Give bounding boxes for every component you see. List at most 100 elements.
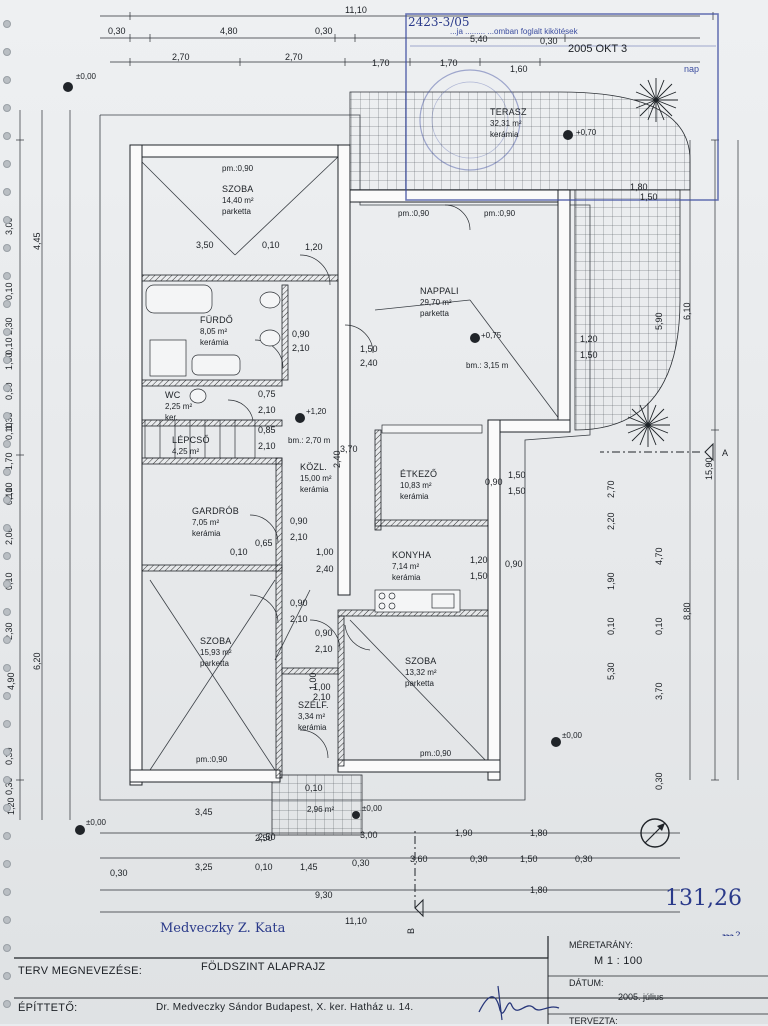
dimension-label: 0,30 <box>315 26 333 36</box>
plant-symbols <box>626 78 678 447</box>
binder-hole <box>3 132 11 140</box>
scale-label: MÉRETARÁNY: <box>569 940 633 950</box>
room-area: 2,25 m² <box>165 402 192 411</box>
dimension-label: 3,45 <box>195 807 213 817</box>
room-name: SZÉLF. <box>298 700 329 710</box>
dimension-label: 0,10 <box>4 282 14 300</box>
room-area: 7,05 m² <box>192 518 219 527</box>
dimension-label: 2,10 <box>258 405 276 415</box>
dimension-label: 2,20 <box>606 512 616 530</box>
bathroom-fixtures <box>144 284 483 613</box>
dimension-label: 0,30 <box>654 772 664 790</box>
room-floor: kerámia <box>392 573 421 582</box>
dimension-label: 0,10 <box>654 617 664 635</box>
dimension-label: 1,35 <box>4 412 14 430</box>
dimension-label: 5,90 <box>654 312 664 330</box>
room-area: 29,70 m² <box>420 298 452 307</box>
door-height-label: pm.:0,90 <box>196 755 228 764</box>
dimension-label: 0,30 <box>540 36 558 46</box>
dimension-label: 6,20 <box>32 652 42 670</box>
dimension-label: 2,10 <box>315 644 333 654</box>
dimension-label: 2,00 <box>4 527 14 545</box>
binder-hole <box>3 440 11 448</box>
dimension-label: 0,90 <box>290 516 308 526</box>
room-floor: parketta <box>405 679 434 688</box>
binder-hole <box>3 944 11 952</box>
terrace-tiles <box>271 91 691 836</box>
stamp-text: ...ja ......... ...omban foglalt kikötés… <box>450 27 579 36</box>
room-floor: kerámia <box>200 338 229 347</box>
binder-hole <box>3 356 11 364</box>
dimension-label: 2,10 <box>313 692 331 702</box>
title-block: TERV MEGNEVEZÉSE: FÖLDSZINT ALAPRAJZ ÉPÍ… <box>14 936 768 1026</box>
dimension-label: 4,45 <box>32 232 42 250</box>
dimension-label: 3,25 <box>195 862 213 872</box>
room-area: 13,32 m² <box>405 668 437 677</box>
ceiling-height-label: bm.: 3,15 m <box>466 361 509 370</box>
dimension-label: 0,30 <box>352 858 370 868</box>
room-floor: kerámia <box>300 485 329 494</box>
dimension-label: 0,10 <box>606 617 616 635</box>
room-area: 32,31 m² <box>490 119 522 128</box>
dimension-label: 0,10 <box>255 862 273 872</box>
dimension-label: 3,70 <box>340 444 358 454</box>
binder-hole <box>3 300 11 308</box>
section-marker-label: B <box>406 928 416 934</box>
north-arrow-icon <box>640 818 670 848</box>
dimension-label: 1,90 <box>606 572 616 590</box>
binder-hole <box>3 104 11 112</box>
binder-hole <box>3 48 11 56</box>
level-label: +0,75 <box>481 331 502 340</box>
room-area: 14,40 m² <box>222 196 254 205</box>
dimension-label: 0,30 <box>470 854 488 864</box>
room-area: 15,00 m² <box>300 474 332 483</box>
dimension-ticks <box>16 12 719 781</box>
binder-hole <box>3 412 11 420</box>
dimension-label: 9,30 <box>315 890 333 900</box>
designer-label: TERVEZTA: <box>569 1016 618 1026</box>
dimension-label: 0,30 <box>110 868 128 878</box>
dimension-label: 1,20 <box>305 242 323 252</box>
level-markers <box>63 82 573 835</box>
dimension-label: 0,90 <box>505 559 523 569</box>
dimension-label: 5,40 <box>470 34 488 44</box>
room-area: 7,14 m² <box>392 562 419 571</box>
dimension-label: 2,50 <box>258 832 276 842</box>
project-label: TERV MEGNEVEZÉSE: <box>18 965 143 977</box>
room-floor: parketta <box>420 309 449 318</box>
room-name: NAPPALI <box>420 286 459 296</box>
binder-hole <box>3 468 11 476</box>
dimension-label: 2,30 <box>4 317 14 335</box>
dimension-label: 0,90 <box>290 598 308 608</box>
level-label: ±0,00 <box>86 818 107 827</box>
binder-hole <box>3 496 11 504</box>
roof-outline <box>99 114 591 801</box>
dimension-label: 1,70 <box>372 58 390 68</box>
section-markers <box>414 442 714 918</box>
room-name: FÜRDŐ <box>200 315 233 325</box>
door-height-label: pm.:0,90 <box>222 164 254 173</box>
binder-hole <box>3 1000 11 1008</box>
room-area: 15,93 m² <box>200 648 232 657</box>
dimension-label: 1,00 <box>316 547 334 557</box>
room-floor: parketta <box>200 659 229 668</box>
dimension-label: 1,50 <box>580 350 598 360</box>
room-floor: kerámia <box>400 492 429 501</box>
dimension-label: 15,90 <box>704 457 714 480</box>
dimension-label: 0,30 <box>4 747 14 765</box>
door-height-label: pm.:0,90 <box>420 749 452 758</box>
binder-holes <box>0 0 14 1024</box>
dimension-label: 0,10 <box>4 422 14 440</box>
interior-walls <box>141 274 489 779</box>
binder-hole <box>3 244 11 252</box>
approval-stamp <box>405 13 719 201</box>
room-name: SZOBA <box>200 636 232 646</box>
dimension-label: 1,60 <box>510 64 528 74</box>
dimension-label: 0,90 <box>292 329 310 339</box>
handwritten-area: 131,26 <box>665 886 742 911</box>
level-label: +0,70 <box>576 128 597 137</box>
dimension-label: 0,90 <box>485 477 503 487</box>
level-label: ±0,00 <box>362 804 383 813</box>
